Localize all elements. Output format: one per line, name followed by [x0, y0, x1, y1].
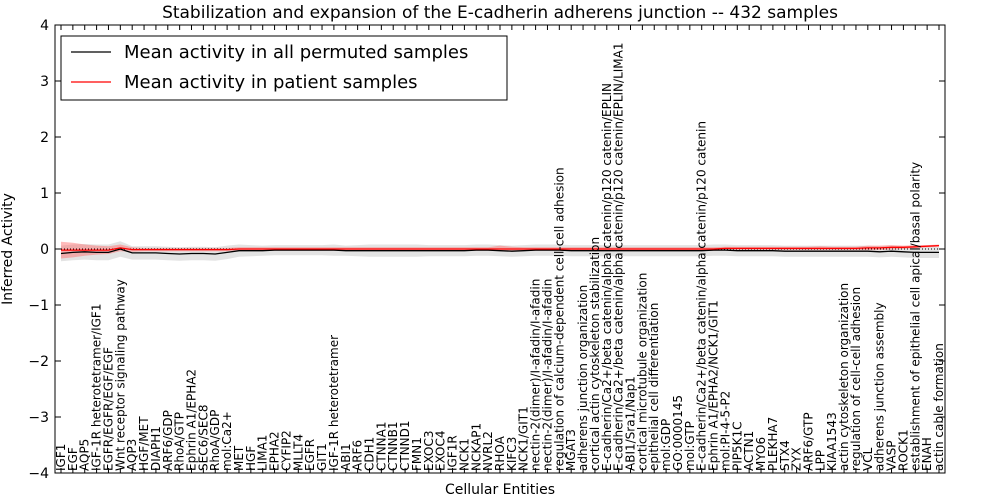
- x-tick-label: actin cable formation: [932, 343, 946, 471]
- x-tick-label: establishment of epithelial cell apical/…: [908, 162, 922, 471]
- x-tick-label: IGF-1R heterotetramer/IGF1: [90, 304, 104, 471]
- x-tick-label: STX4: [778, 440, 792, 471]
- x-tick-label: HGF/MET: [137, 416, 151, 471]
- x-tick-label: SEC6/SEC8: [196, 405, 210, 471]
- x-axis-title: Cellular Entities: [445, 482, 555, 498]
- x-tick-label: VCL: [861, 447, 875, 471]
- y-tick-label: 3: [40, 74, 49, 90]
- x-tick-label: AQP3: [125, 439, 139, 471]
- x-tick-label: HGF: [244, 446, 258, 471]
- x-tick-label: RhoA/GDP: [208, 410, 222, 471]
- series-line-patient: [61, 244, 940, 251]
- x-tick-label: E-cadherin/Ca2+/beta catenin/alpha caten…: [600, 83, 614, 471]
- x-tick-label: adherens junction assembly: [873, 302, 887, 471]
- x-tick-label: CTNND1: [398, 420, 412, 471]
- legend-label: Mean activity in all permuted samples: [124, 42, 468, 63]
- x-tick-label: mol:GTP: [683, 421, 697, 471]
- x-tick-label: CTNNA1: [374, 421, 388, 471]
- legend-box: [60, 35, 508, 101]
- x-tick-label: RHOA: [493, 435, 507, 471]
- x-tick-label: AQP5: [78, 439, 92, 471]
- x-tick-label: CYFIP2: [279, 430, 293, 471]
- x-tick-label: GIT1: [315, 443, 329, 471]
- x-tick-label: DIAPH1: [149, 426, 163, 471]
- x-tick-label: cortical microtubule organization: [635, 273, 649, 471]
- y-tick-label: −4: [28, 466, 49, 482]
- y-tick-label: 2: [40, 130, 49, 146]
- x-tick-label: IGF-1R heterotetramer: [327, 335, 341, 471]
- x-tick-label: NCK1/GIT1: [517, 406, 531, 471]
- x-tick-label: FMN1: [410, 437, 424, 471]
- x-tick-label: actin cytoskeleton organization: [837, 283, 851, 471]
- x-tick-label: EXOC3: [422, 431, 436, 472]
- x-tick-label: ENAH: [920, 437, 934, 471]
- x-tick-label: EGF: [66, 447, 80, 471]
- y-tick-label: −2: [28, 354, 49, 370]
- x-tick-label: MGAT3: [564, 429, 578, 471]
- x-tick-label: PIP5K1C: [730, 421, 744, 471]
- x-tick-label: CTNNB1: [386, 421, 400, 471]
- x-tick-label: EGFR: [303, 439, 317, 471]
- x-tick-label: nectin-2(dimer)/I-afadin/I-afadin: [541, 279, 555, 471]
- legend-label: Mean activity in patient samples: [124, 72, 418, 93]
- x-tick-label: GO:0000145: [671, 395, 685, 471]
- x-tick-label: RhoA/GTP: [173, 412, 187, 471]
- x-tick-label: ZYX: [790, 447, 804, 471]
- y-tick-label: 0: [40, 242, 49, 258]
- x-tick-label: PLEKHA7: [766, 417, 780, 471]
- x-tick-label: E-cadherin/Ca2+/beta catenin/alpha caten…: [695, 121, 709, 471]
- x-tick-label: epithelial cell differentiation: [647, 303, 661, 471]
- x-tick-label: IGF1R: [446, 435, 460, 471]
- x-tick-label: ABI1: [339, 443, 353, 471]
- x-tick-label: NCK1: [457, 438, 471, 471]
- x-tick-label: regulation of calcium-dependent cell-cel…: [552, 167, 566, 471]
- x-tick-label: ACTN1: [742, 431, 756, 471]
- x-tick-label: VASP: [885, 440, 899, 471]
- x-tick-label: LIMA1: [256, 435, 270, 471]
- x-tick-label: ABI1/Sra1/Nap1: [624, 376, 638, 471]
- chart-title: Stabilization and expansion of the E-cad…: [162, 3, 838, 23]
- y-tick-label: 1: [40, 186, 49, 202]
- x-tick-label: EXOC4: [434, 431, 448, 472]
- x-tick-label: cortical actin cytoskeleton stabilizatio…: [588, 237, 602, 471]
- x-tick-label: MYO6: [754, 437, 768, 471]
- x-tick-label: NCKAP1: [469, 423, 483, 471]
- x-tick-label: LPP: [813, 450, 827, 471]
- x-tick-label: EPHA2: [268, 431, 282, 471]
- x-tick-label: MLLT4: [291, 434, 305, 471]
- x-tick-label: adherens junction organization: [576, 285, 590, 471]
- y-axis-title: Inferred Activity: [0, 193, 16, 305]
- y-tick-label: 4: [40, 18, 49, 34]
- y-tick-label: −3: [28, 410, 49, 426]
- x-tick-label: ROCK1: [896, 429, 910, 471]
- legend: Mean activity in all permuted samplesMea…: [60, 35, 508, 101]
- series-line-permuted: [60, 248, 939, 255]
- y-tick-label: −1: [28, 298, 49, 314]
- x-tick-label: regulation of cell-cell adhesion: [849, 287, 863, 471]
- x-tick-label: mol:Ca2+: [220, 411, 234, 471]
- x-tick-label: Ephrin A1/EPHA2/NCK1/GIT1: [707, 300, 721, 471]
- x-tick-label: KIFC3: [505, 437, 519, 471]
- x-tick-label: ARF6: [351, 440, 365, 471]
- x-tick-label: CDH1: [363, 437, 377, 471]
- x-tick-label: MET: [232, 445, 246, 471]
- x-tick-label: IGF1: [54, 444, 68, 471]
- x-tick-label: nectin-2(dimer)/I-afadin/I-afadin: [529, 279, 543, 471]
- x-tick-label: KIAA1543: [825, 412, 839, 471]
- x-tick-label: ARF6/GTP: [802, 412, 816, 471]
- x-tick-label: NVRL2: [481, 431, 495, 471]
- x-tick-label: EGFR/EGFR/EGF/EGF: [102, 347, 116, 471]
- x-tick-label: ARF6/GDP: [161, 410, 175, 471]
- x-tick-label: Ephrin A1/EPHA2: [185, 369, 199, 471]
- x-tick-label: E-cadherin/Ca2+/beta catenin/alpha caten…: [612, 42, 626, 471]
- x-tick-label: mol:GDP: [659, 419, 673, 471]
- x-tick-label: Wnt receptor signaling pathway: [113, 279, 127, 471]
- x-tick-label: mol:PI-4-5-P2: [718, 391, 732, 471]
